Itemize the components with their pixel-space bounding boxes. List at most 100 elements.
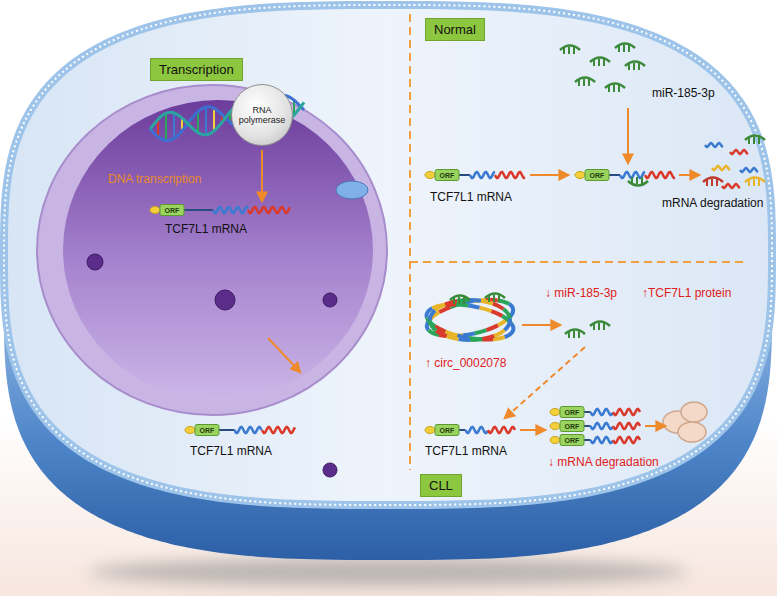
orf-tag: ORF (560, 435, 584, 446)
dna-base-pair (205, 107, 207, 135)
circrna-ring (430, 300, 510, 340)
node-text: CLL (429, 478, 453, 493)
mirna-tooth (608, 85, 610, 92)
mirna-symbol (628, 177, 648, 186)
mrna-cap (575, 172, 585, 179)
mrna-utr (613, 437, 640, 443)
mirna-tooth (458, 297, 460, 304)
mirna-tooth (598, 323, 600, 330)
circrna-ring (424, 299, 516, 346)
circrna-ring (424, 299, 516, 346)
dna-base-pair (173, 113, 175, 138)
mirna-tooth (753, 137, 755, 144)
protein-blob (678, 422, 706, 442)
mrna-strand (466, 427, 488, 433)
mirna-symbol (605, 84, 625, 93)
nucleus-envelope (37, 85, 387, 415)
orf-tag: ORF (435, 425, 459, 436)
mrna-cap (550, 437, 560, 444)
mirna-symbol (703, 178, 723, 187)
mrna-utr (645, 172, 675, 178)
mirna-tooth (593, 323, 595, 330)
mirna-symbol (590, 322, 610, 331)
orf-tag: ORF (195, 425, 219, 436)
circrna-ring (424, 299, 516, 346)
mirna-tooth (753, 179, 755, 186)
mirna-tooth (748, 179, 750, 186)
mirna-tooth (618, 85, 620, 92)
orf-box (435, 170, 459, 181)
change-label: ↓ mRNA degradation (548, 455, 659, 469)
mrna-strand (591, 409, 613, 415)
orf-tag: ORF (160, 205, 184, 216)
mirna-tooth (493, 295, 495, 302)
mrna-molecule (425, 170, 525, 181)
mrna-strand (184, 209, 213, 211)
process-arrow (530, 174, 568, 176)
mirna-tooth (488, 295, 490, 302)
process-label: DNA transcription (108, 172, 201, 186)
molecule-label: TCF7L1 mRNA (165, 222, 247, 236)
mirna-tooth (613, 85, 615, 92)
orf-tag: ORF (435, 170, 459, 181)
orf-box (560, 435, 584, 446)
molecule-label: miR-185-3p (652, 86, 715, 100)
mirna-tooth (578, 331, 580, 338)
mirna-symbol (625, 62, 645, 71)
mirna-tooth (603, 323, 605, 330)
mirna-tooth (636, 177, 638, 184)
organelle (336, 181, 368, 199)
vesicle (87, 254, 103, 270)
rna-fragment (730, 150, 748, 154)
mrna-cap (550, 409, 560, 416)
mrna-utr (495, 172, 525, 178)
process-arrow (505, 347, 585, 418)
circrna-ring (430, 300, 510, 340)
node-text: Normal (434, 22, 476, 37)
mirna-tooth (568, 331, 570, 338)
mrna-strand (591, 423, 613, 429)
section-label-box: CLL (420, 474, 462, 497)
molecule-label: TCF7L1 mRNA (190, 444, 272, 458)
dna-base-pair (165, 113, 167, 140)
mirna-tooth (758, 137, 760, 144)
mrna-strand (459, 174, 470, 176)
mirna-tooth (716, 179, 718, 186)
process-arrow (679, 174, 699, 176)
process-label: mRNA degradation (662, 196, 763, 210)
orf-tag: ORF (585, 170, 609, 181)
mirna-tooth (758, 179, 760, 186)
rna-fragment (722, 184, 740, 188)
membrane-texture (4, 5, 772, 505)
mrna-molecule (550, 435, 640, 446)
mirna-symbol (745, 136, 765, 145)
molecule-label: TCF7L1 mRNA (425, 444, 507, 458)
mirna-tooth (628, 63, 630, 70)
mirna-tooth (631, 177, 633, 184)
mirna-tooth (583, 79, 585, 86)
orf-tag: ORF (560, 407, 584, 418)
process-arrow (268, 338, 300, 372)
process-arrow (522, 324, 560, 326)
mrna-utr (613, 423, 640, 429)
mirna-tooth (588, 79, 590, 86)
change-label: ↓ miR-185-3p (545, 286, 617, 300)
mrna-cap (550, 423, 560, 430)
mirna-symbol (485, 294, 505, 303)
orf-box (435, 425, 459, 436)
mirna-tooth (603, 59, 605, 66)
node-text: RNA polymerase (237, 105, 287, 125)
mrna-cap (185, 427, 195, 434)
orf-box (560, 407, 584, 418)
mirna-tooth (573, 47, 575, 54)
change-label: ↑TCF7L1 protein (642, 286, 731, 300)
mirna-symbol (560, 46, 580, 55)
mirna-tooth (706, 179, 708, 186)
mirna-symbol (565, 330, 585, 339)
mrna-cap (425, 427, 435, 434)
process-arrow (645, 425, 665, 427)
vesicle (215, 290, 235, 310)
dna-base-pair (197, 111, 199, 132)
mirna-tooth (568, 47, 570, 54)
